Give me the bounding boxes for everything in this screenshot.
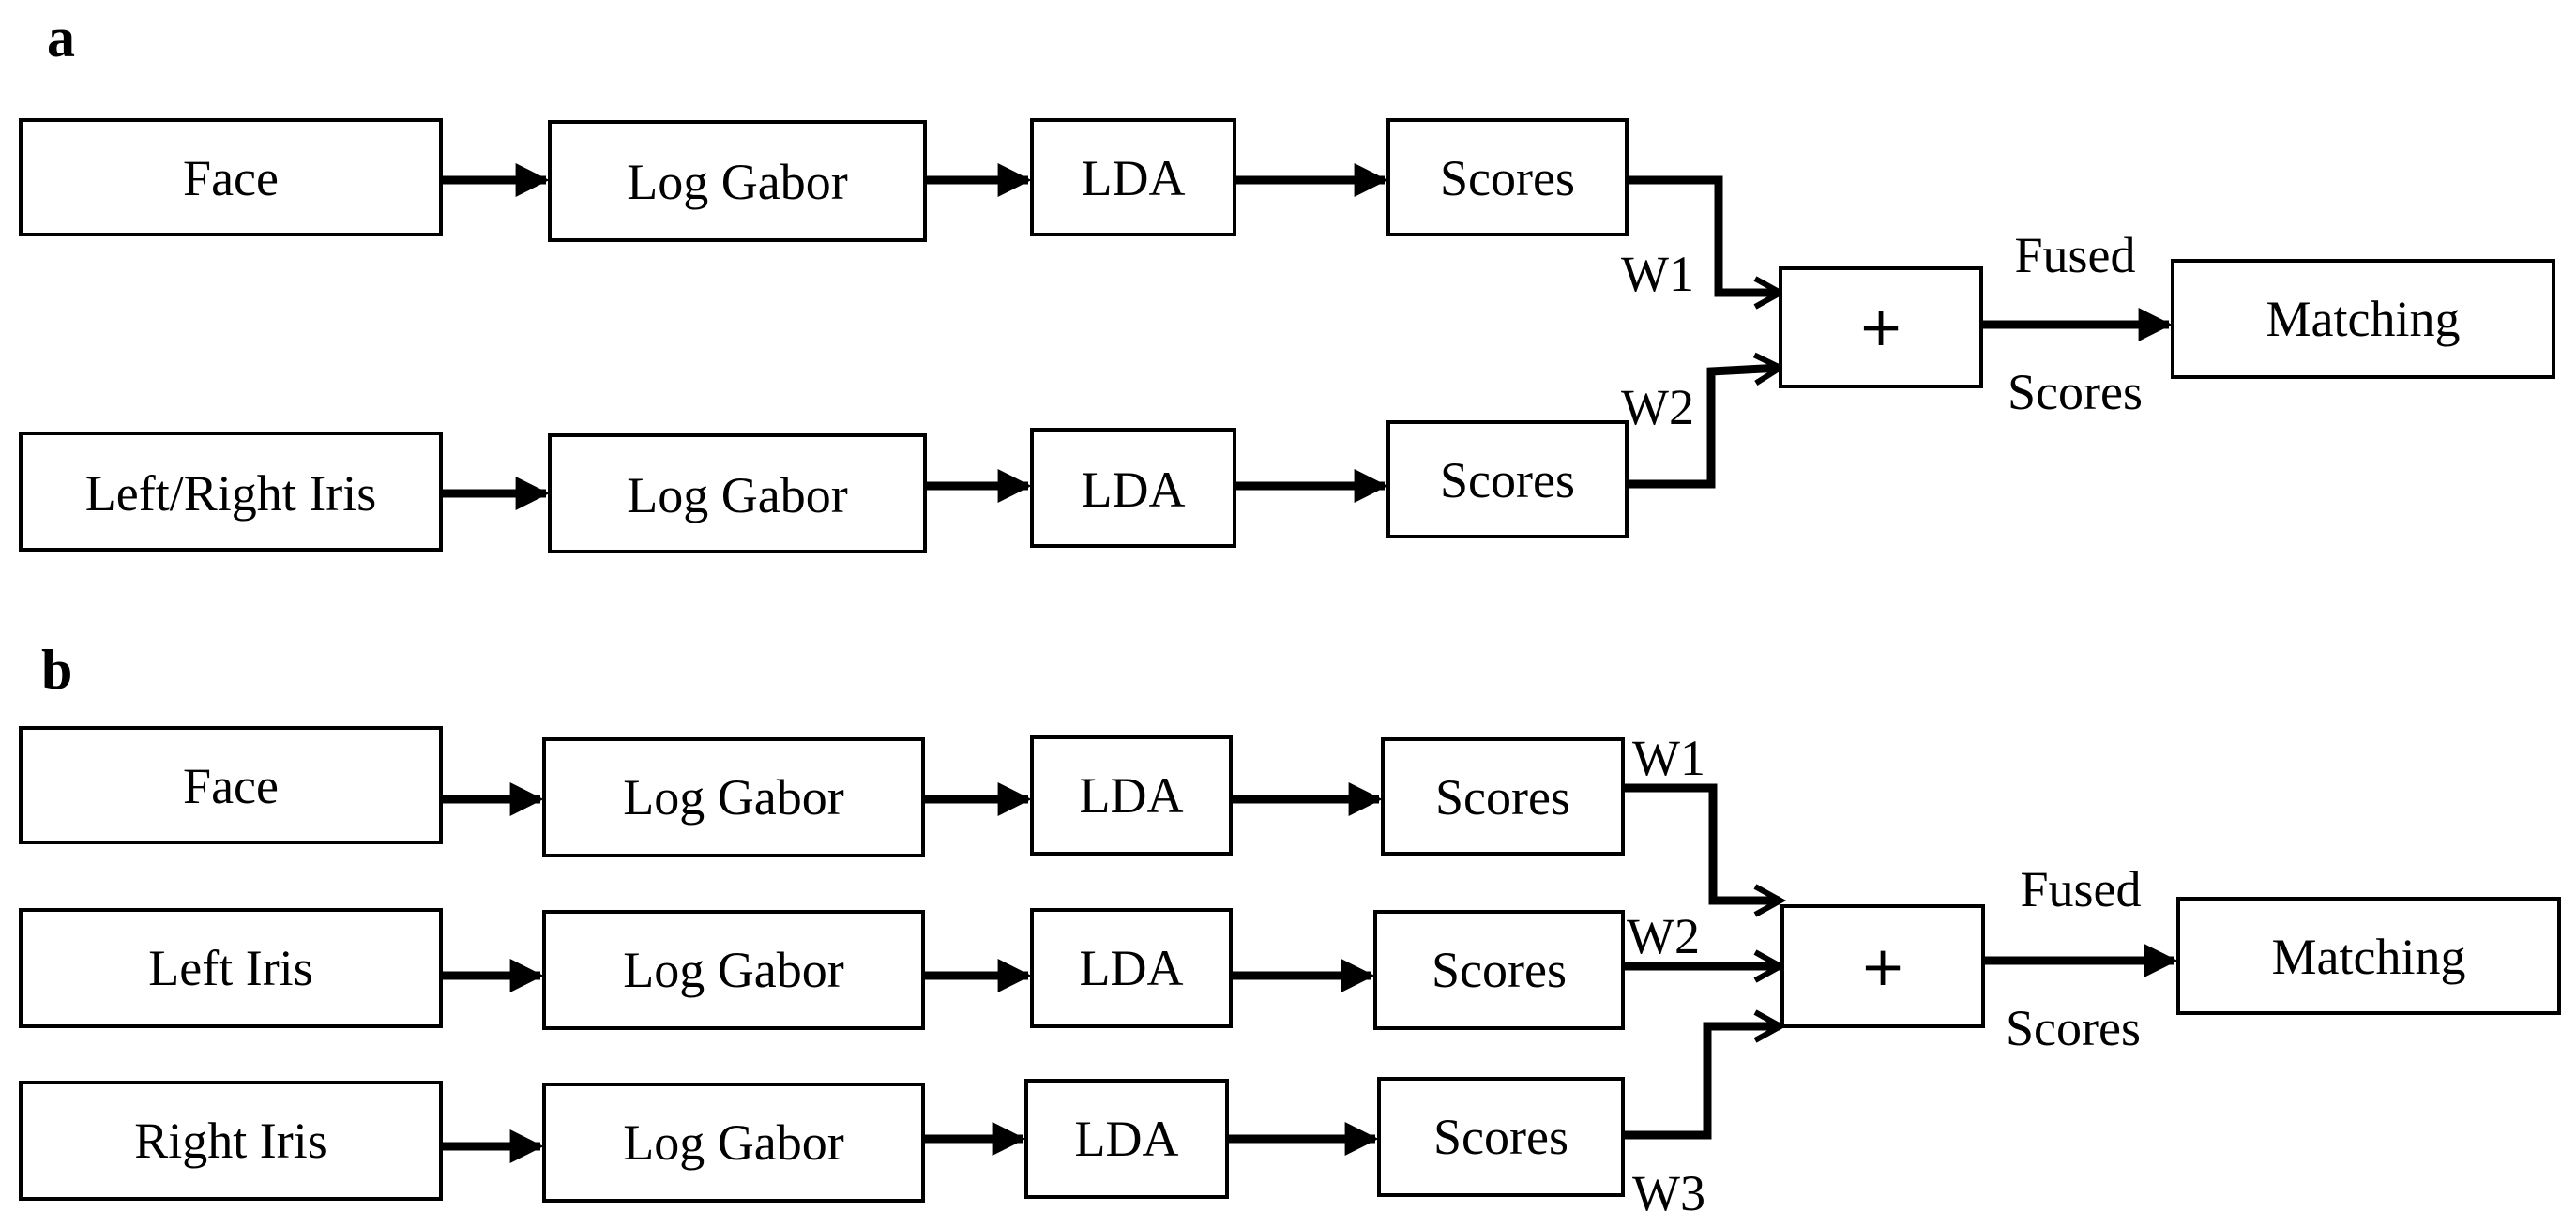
- panel-b-scores-box-face: [1381, 737, 1625, 856]
- panel-b-scores-label-left-iris: Scores: [1432, 942, 1567, 998]
- panel-b-row-right-iris: Right Iris Log Gabor LDA Scores W3: [19, 1026, 1780, 1221]
- panel-b-gabor-label-face: Log Gabor: [623, 769, 843, 826]
- panel-a-row-iris: Left/Right Iris Log Gabor LDA Scores W2: [19, 368, 1780, 553]
- panel-a-matching-label: Matching: [2266, 291, 2461, 347]
- panel-a-label: a: [47, 7, 75, 68]
- panel-a-connector-w2: [1627, 368, 1780, 489]
- panel-b-weight-w1: W1: [1632, 730, 1705, 786]
- panel-b-row-left-iris: Left Iris Log Gabor LDA Scores W2: [19, 908, 1780, 1030]
- panel-a-input-box-face: [19, 118, 443, 236]
- panel-a-lda-box-face: [1030, 118, 1236, 236]
- panel-a-connector-w1: [1627, 175, 1780, 293]
- panel-b-lda-box-face: [1030, 735, 1233, 856]
- panel-b: b Face Log Gabor LDA Scores W1 Left Iris…: [19, 639, 2561, 1221]
- panel-b-input-label-face: Face: [183, 758, 279, 814]
- panel-b-fused-scores-label: Scores: [2006, 1000, 2141, 1056]
- panel-b-matching-box: [2176, 897, 2561, 1015]
- panel-a-input-label-face: Face: [183, 150, 279, 206]
- panel-a-gabor-label-iris: Log Gabor: [627, 467, 847, 523]
- panel-a-row-face: Face Log Gabor LDA Scores W1: [19, 118, 1780, 302]
- panel-b-lda-box-right-iris: [1024, 1079, 1229, 1199]
- panel-b-connector-w3: [1623, 1026, 1780, 1140]
- panel-a-matching-box: [2171, 259, 2555, 379]
- panel-b-scores-label-face: Scores: [1435, 769, 1570, 826]
- panel-b-connector-w1: [1623, 783, 1780, 901]
- panel-a-gabor-label-face: Log Gabor: [627, 154, 847, 210]
- panel-b-lda-label-left-iris: LDA: [1080, 940, 1184, 996]
- panel-a-sum-box: [1779, 266, 1983, 388]
- panel-b-weight-w3: W3: [1632, 1165, 1705, 1221]
- panel-b-sum-symbol: +: [1860, 934, 1906, 998]
- panel-a-sum-symbol: +: [1858, 295, 1904, 358]
- panel-b-fused-label: Fused: [2020, 861, 2141, 917]
- panel-b-input-box-face: [19, 726, 443, 844]
- panel-a-weight-w2: W2: [1621, 379, 1694, 435]
- panel-b-gabor-box-face: [542, 737, 925, 857]
- panel-a: a Face Log Gabor LDA Scores W1 Left/Righ…: [19, 7, 2555, 553]
- panel-b-gabor-box-left-iris: [542, 910, 925, 1030]
- panel-a-lda-label-iris: LDA: [1082, 462, 1186, 518]
- panel-b-input-label-right-iris: Right Iris: [134, 1113, 327, 1169]
- panel-a-input-label-iris: Left/Right Iris: [85, 465, 376, 522]
- panel-b-input-label-left-iris: Left Iris: [148, 940, 312, 996]
- panel-b-row-face: Face Log Gabor LDA Scores W1: [19, 726, 1780, 901]
- panel-a-gabor-box-face: [548, 120, 927, 242]
- panel-b-gabor-label-right-iris: Log Gabor: [623, 1114, 843, 1171]
- panel-a-scores-label-iris: Scores: [1440, 452, 1575, 508]
- panel-b-matching-label: Matching: [2272, 929, 2466, 985]
- panel-b-lda-label-face: LDA: [1080, 767, 1184, 824]
- panel-a-gabor-box-iris: [548, 433, 927, 553]
- panel-b-label: b: [41, 639, 72, 701]
- panel-b-gabor-label-left-iris: Log Gabor: [623, 942, 843, 998]
- panel-a-lda-label-face: LDA: [1082, 150, 1186, 206]
- panel-a-scores-box-iris: [1386, 420, 1629, 538]
- panel-b-lda-box-left-iris: [1030, 908, 1233, 1028]
- panel-a-weight-w1: W1: [1621, 246, 1694, 302]
- panel-a-fused-label: Fused: [2014, 227, 2135, 283]
- panel-b-scores-box-left-iris: [1373, 910, 1625, 1030]
- panel-b-weight-w2: W2: [1627, 908, 1700, 964]
- panel-b-input-box-right-iris: [19, 1081, 443, 1201]
- panel-a-scores-box-face: [1386, 118, 1629, 236]
- panel-b-input-box-left-iris: [19, 908, 443, 1028]
- panel-b-lda-label-right-iris: LDA: [1075, 1111, 1179, 1167]
- panel-a-fusion: + Fused Scores Matching: [1779, 227, 2555, 420]
- panel-b-fusion: + Fused Scores Matching: [1780, 861, 2561, 1056]
- panel-a-fused-scores-label: Scores: [2008, 364, 2143, 420]
- panel-a-lda-box-iris: [1030, 428, 1236, 548]
- panel-b-sum-box: [1780, 904, 1985, 1028]
- panel-a-scores-label-face: Scores: [1440, 150, 1575, 206]
- panel-b-scores-label-right-iris: Scores: [1433, 1109, 1568, 1165]
